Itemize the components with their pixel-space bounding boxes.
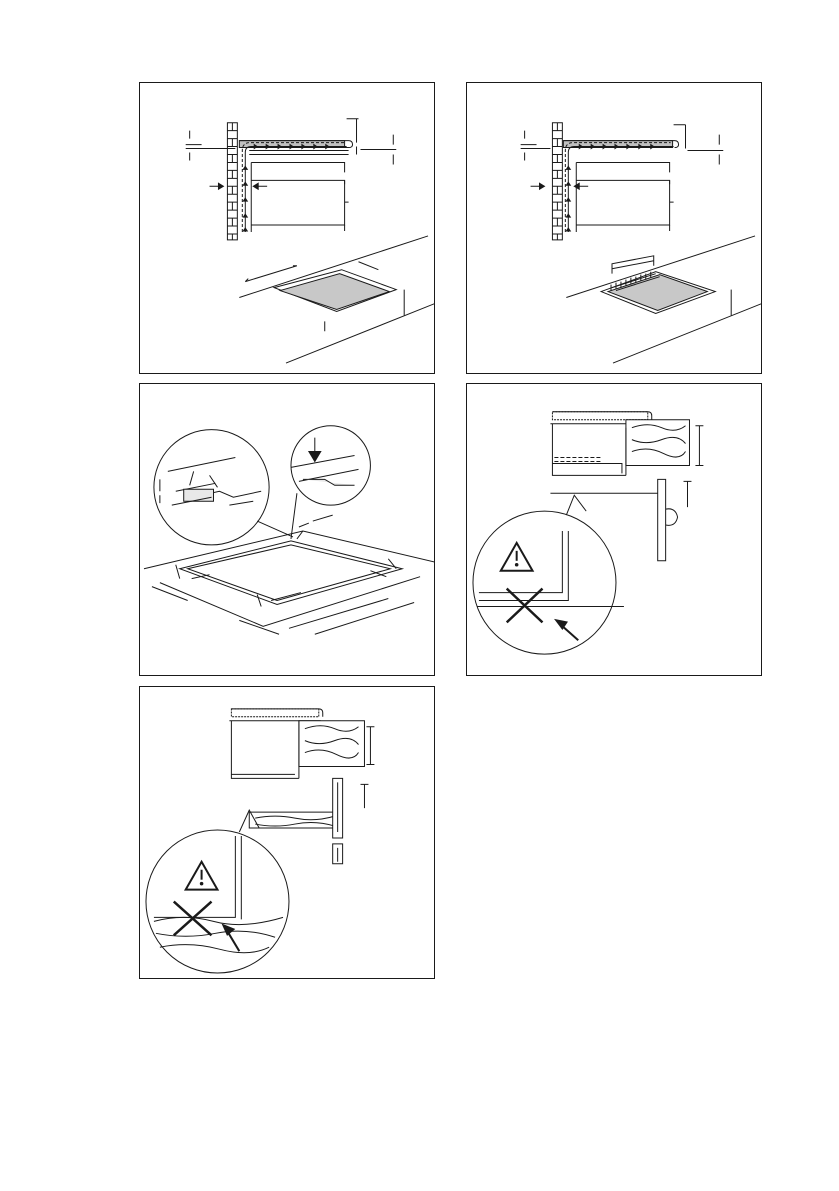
cutout-icon — [239, 236, 434, 363]
appliance-outline — [552, 424, 625, 476]
dimension-arrow-icon — [521, 125, 724, 190]
appliance-outline — [231, 721, 299, 779]
seal-installation-panel — [139, 383, 435, 676]
ventilation-vent-panel — [466, 82, 762, 374]
seal-installation-diagram — [140, 384, 434, 675]
shelf-clearance-panel — [139, 686, 435, 979]
worktop — [229, 709, 374, 767]
vent-grille-icon — [566, 236, 761, 363]
airflow-arrow-icon — [565, 143, 673, 232]
appliance-outline — [576, 162, 673, 232]
ventilation-diagram-panel — [139, 82, 435, 374]
drawer-clearance-panel — [466, 383, 762, 676]
magnifier-icon — [473, 495, 624, 654]
shelf-clearance-diagram — [140, 687, 434, 978]
brick-wall-icon — [227, 123, 237, 240]
drawer-clearance-diagram — [467, 384, 761, 675]
ventilation-diagram — [140, 83, 434, 373]
brick-wall-icon — [552, 123, 562, 240]
ventilation-vent-diagram — [467, 83, 761, 373]
appliance-outline — [251, 162, 348, 232]
magnifier-icon — [146, 810, 289, 973]
